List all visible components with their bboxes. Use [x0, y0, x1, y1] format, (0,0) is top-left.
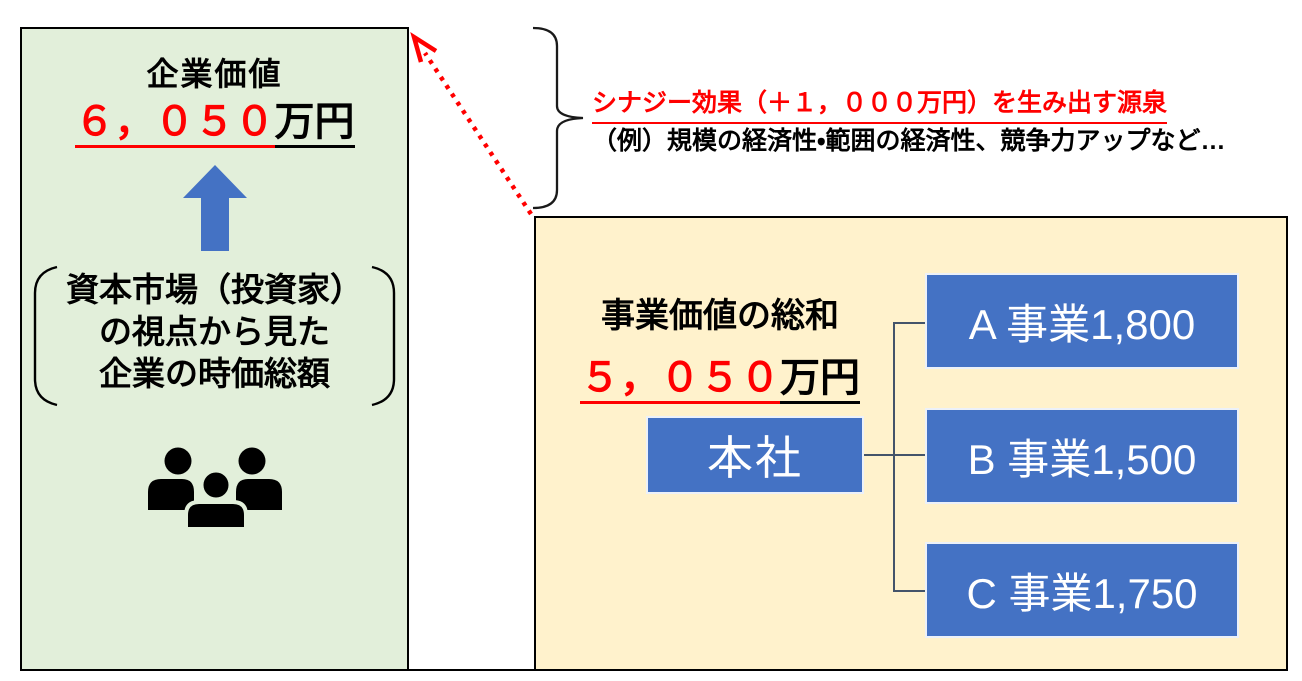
org-connector-to-c — [893, 590, 927, 592]
curly-brace-icon — [532, 26, 584, 210]
business-b-box: B 事業1,500 — [925, 408, 1239, 504]
business-value-heading: 事業価値の総和 ５，０５０万円 — [562, 288, 878, 404]
corporate-value-number: ６，０５０ — [74, 100, 275, 148]
note-line-3: 企業の時価総額 — [99, 355, 330, 392]
org-connector-vertical — [893, 322, 895, 592]
bottom-baseline — [407, 669, 536, 671]
note-line-1: 資本市場（投資家） — [66, 271, 363, 308]
business-a-box: A 事業1,800 — [925, 273, 1239, 369]
market-view-text: 資本市場（投資家） の視点から見た 企業の時価総額 — [22, 269, 407, 395]
note-line-2: の視点から見た — [99, 313, 330, 350]
right-bracket-icon — [371, 265, 396, 407]
people-group-icon — [147, 447, 282, 529]
headquarters-box: 本社 — [646, 416, 864, 494]
business-value-number: ５，０５０ — [580, 356, 780, 404]
business-value-panel: 事業価値の総和 ５，０５０万円 本社 A 事業1,800 B 事業1,500 C… — [534, 216, 1288, 671]
left-bracket-icon — [33, 265, 58, 407]
org-connector-to-a — [893, 322, 927, 324]
corporate-value-amount: ６，０５０万円 — [22, 89, 407, 148]
dotted-arrow-icon — [410, 31, 533, 216]
business-value-title: 事業価値の総和 — [601, 297, 839, 335]
synergy-headline: シナジー効果（＋１，０００万円）を生み出す源泉 — [592, 86, 1168, 124]
synergy-note: シナジー効果（＋１，０００万円）を生み出す源泉 （例）規模の経済性・範囲の経済性… — [592, 86, 1297, 159]
business-value-amount: ５，０５０万円 — [562, 345, 878, 404]
corporate-value-title: 企業価値 — [146, 56, 283, 92]
market-view-note: 資本市場（投資家） の視点から見た 企業の時価総額 — [22, 263, 407, 411]
up-arrow-icon — [182, 165, 247, 251]
business-c-box: C 事業1,750 — [925, 542, 1239, 638]
business-value-unit: 万円 — [780, 356, 860, 404]
synergy-example: （例）規模の経済性・範囲の経済性、競争力アップなど… — [592, 127, 1226, 155]
corporate-value-panel: 企業価値 ６，０５０万円 資本市場（投資家） の視点から見た 企業の時価総額 — [20, 27, 409, 671]
corporate-value-unit: 万円 — [274, 100, 355, 148]
org-connector-to-b — [862, 454, 927, 456]
